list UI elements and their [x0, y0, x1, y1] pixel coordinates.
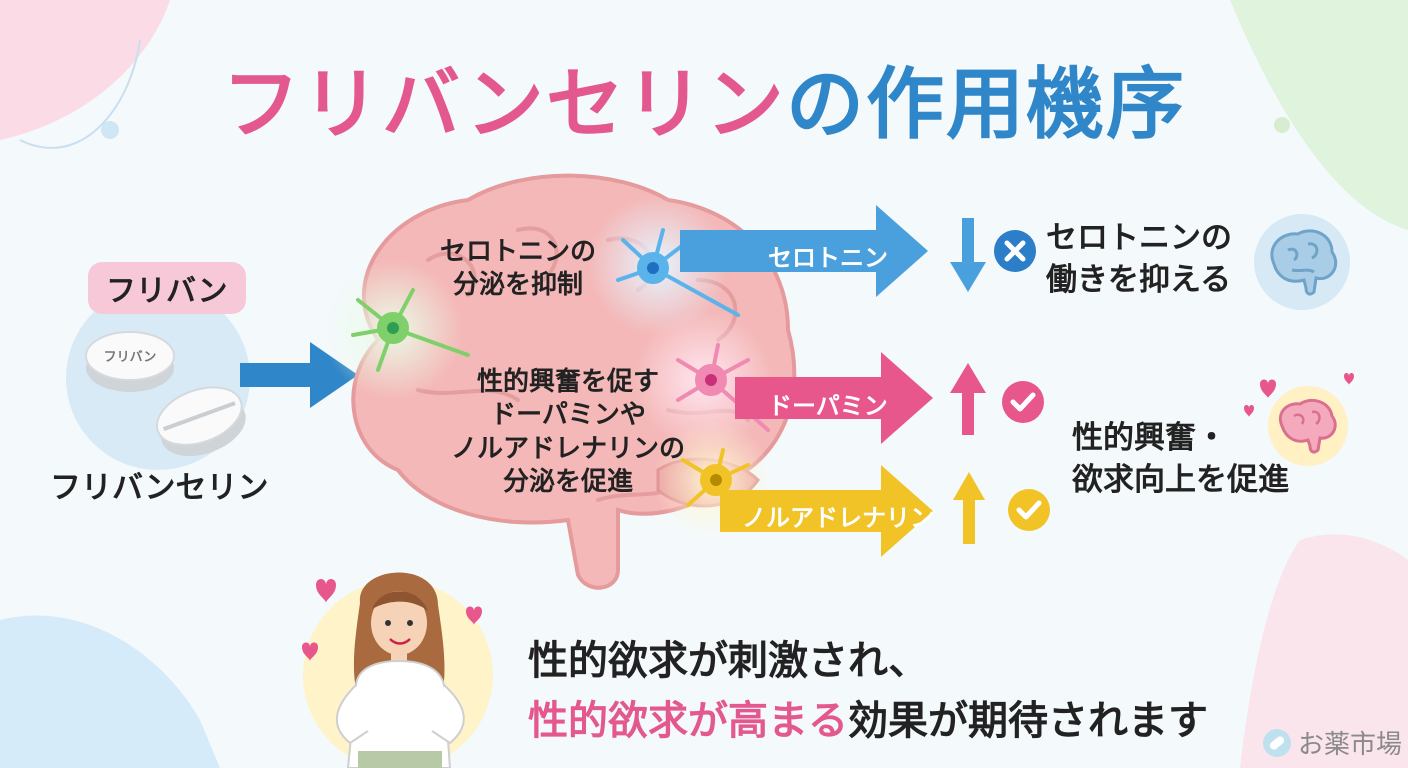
bottom-highlight: 性的欲求が高まる: [528, 698, 848, 744]
dopamine-up-arrow-icon: [950, 363, 986, 435]
page-title: フリバンセリンの作用機序: [0, 42, 1408, 154]
serotonin-arrow-label: セロトニン: [768, 244, 888, 272]
heart-icon: [1260, 379, 1276, 398]
pill-scored-icon: [156, 386, 246, 457]
heart-icon: [316, 579, 336, 603]
noradrenaline-arrow-label: ノルアドレナリン: [742, 504, 934, 532]
noradrenaline-arrow: [720, 465, 933, 557]
woman-illustration: [302, 572, 493, 768]
x-mark-icon: [994, 230, 1036, 272]
pill-imprint: フリバン: [104, 350, 157, 365]
yellow-check-icon: [1008, 489, 1050, 531]
noradrenaline-up-arrow-icon: [953, 472, 985, 544]
drug-generic-name: フリバンセリン: [50, 470, 269, 506]
green-neuron-icon: [351, 288, 470, 372]
pink-neuron-icon: [676, 343, 770, 432]
pill-imprinted-icon: フリバン: [85, 331, 175, 392]
blue-neuron-icon: [616, 228, 740, 317]
brand-logo-text: お薬市場: [1298, 730, 1403, 760]
brand-logo: お薬市場: [1262, 724, 1402, 761]
dopamine-arrow-label: ドーパミン: [768, 392, 888, 420]
serotonin-arrow: [680, 205, 928, 297]
serotonin-down-arrow-icon: [950, 218, 986, 292]
capsule-icon: [1263, 728, 1291, 757]
bottom-message-line1: 性的欲求が刺激され、: [528, 638, 929, 684]
serotonin-result-text: セロトニンの 働きを抑える: [1046, 220, 1232, 298]
pink-check-icon: [1002, 381, 1044, 423]
bottom-message-line2: 性的欲求が高まる効果が期待されます: [528, 688, 1208, 746]
drug-brand-tag: フリバン: [88, 262, 246, 314]
title-mechanism: の作用機序: [785, 60, 1186, 150]
title-drug-name: フリバンセリン: [222, 60, 786, 150]
arousal-result-text: 性的興奮・ 欲求向上を促進: [1072, 420, 1289, 498]
dopamine-arrow: [735, 352, 933, 444]
serotonin-suppress-text: セロトニンの 分泌を抑制: [439, 237, 596, 301]
drug-pills-illustration: フリバン: [66, 300, 250, 470]
calm-brain-icon: [1254, 214, 1350, 310]
dopamine-promote-text: 性的興奮を促す ドーパミンや ノルアドレナリンの 分泌を促進: [450, 367, 685, 497]
drug-to-brain-arrow: [240, 342, 358, 408]
yellow-neuron-icon: [681, 448, 750, 507]
bottom-rest: 効果が期待されます: [848, 698, 1208, 744]
heart-brain-icon: [1244, 373, 1354, 466]
